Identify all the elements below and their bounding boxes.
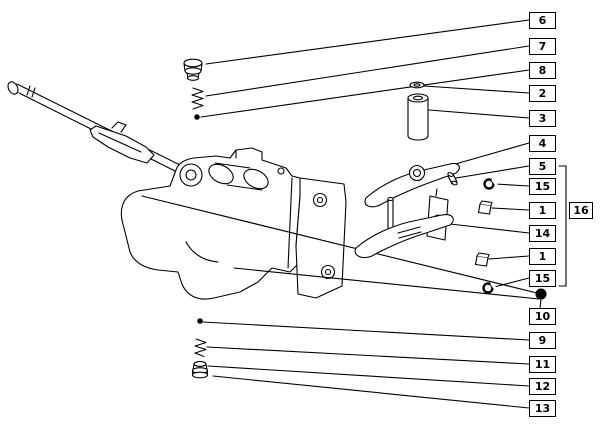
leader-line-6 bbox=[205, 19, 530, 65]
callout-box-15-lower[interactable]: 15 bbox=[529, 270, 556, 287]
bush-part bbox=[407, 93, 429, 141]
selector-shaft bbox=[7, 81, 189, 177]
callout-box-10[interactable]: 10 bbox=[529, 308, 556, 325]
upper-selector-lever bbox=[364, 163, 460, 208]
small-ball-lower bbox=[197, 318, 203, 324]
snap-ring-upper bbox=[483, 178, 498, 190]
callout-box-5[interactable]: 5 bbox=[529, 158, 556, 175]
callout-box-6[interactable]: 6 bbox=[529, 12, 556, 29]
leader-line-10 bbox=[539, 298, 542, 309]
ball-leader-lines bbox=[141, 195, 540, 300]
callout-box-14[interactable]: 14 bbox=[529, 225, 556, 242]
leader-line-5 bbox=[455, 165, 530, 179]
leader-line-11 bbox=[206, 346, 530, 365]
plug-part bbox=[191, 361, 209, 379]
callout-box-12[interactable]: 12 bbox=[529, 378, 556, 395]
leader-line-12 bbox=[207, 365, 530, 387]
gearbox-housing bbox=[120, 147, 347, 300]
callout-box-8[interactable]: 8 bbox=[529, 62, 556, 79]
callout-box-15-upper[interactable]: 15 bbox=[529, 178, 556, 195]
leader-line-2 bbox=[423, 85, 530, 94]
callout-box-13[interactable]: 13 bbox=[529, 400, 556, 417]
callout-box-1-lower[interactable]: 1 bbox=[529, 248, 556, 265]
callout-box-16[interactable]: 16 bbox=[569, 202, 593, 219]
leader-line-15-upper bbox=[494, 183, 530, 187]
washer-part bbox=[409, 81, 425, 89]
cap-part bbox=[183, 58, 203, 81]
leader-line-1-lower bbox=[488, 255, 530, 260]
callout-box-3[interactable]: 3 bbox=[529, 110, 556, 127]
small-pin-part bbox=[447, 172, 458, 186]
leader-line-8 bbox=[200, 69, 530, 118]
callout-box-7[interactable]: 7 bbox=[529, 38, 556, 55]
leader-line-9 bbox=[202, 321, 530, 341]
lower-selector-lever bbox=[354, 214, 454, 259]
leader-line-4 bbox=[451, 142, 530, 166]
callout-box-11[interactable]: 11 bbox=[529, 356, 556, 373]
callout-box-9[interactable]: 9 bbox=[529, 332, 556, 349]
leader-line-3 bbox=[428, 109, 530, 119]
small-ball-upper bbox=[194, 114, 200, 120]
leader-line-1-upper bbox=[491, 207, 530, 211]
callout-box-1-upper[interactable]: 1 bbox=[529, 202, 556, 219]
spring-part-upper bbox=[191, 87, 204, 110]
callout-box-4[interactable]: 4 bbox=[529, 135, 556, 152]
spring-part-lower bbox=[194, 338, 207, 358]
nut-lower bbox=[474, 252, 490, 267]
leader-line-7 bbox=[205, 45, 530, 97]
snap-ring-lower bbox=[482, 282, 497, 294]
callout-box-2[interactable]: 2 bbox=[529, 85, 556, 102]
detent-ball bbox=[535, 288, 547, 300]
leader-line-13 bbox=[212, 375, 530, 409]
leader-line-15-lower bbox=[493, 277, 530, 288]
leader-lines bbox=[200, 19, 542, 409]
leader-line-14 bbox=[449, 223, 530, 234]
nut-upper bbox=[477, 200, 493, 215]
group-16-bracket bbox=[558, 165, 567, 287]
